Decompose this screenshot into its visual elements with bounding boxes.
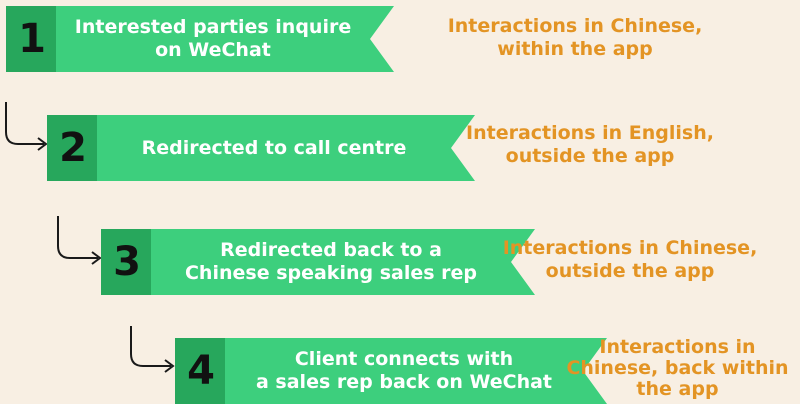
note-line: outside the app [505, 145, 675, 167]
note-line: Chinese, back within [566, 357, 789, 379]
step-number-box: 4 [175, 338, 227, 404]
flow-arrow-icon [130, 326, 175, 373]
step-number-box: 3 [101, 229, 153, 295]
note-line: Interactions in [599, 336, 756, 358]
step-4-note: Interactions in Chinese, back within the… [555, 337, 800, 400]
step-number: 3 [113, 239, 141, 285]
step-label-line: Chinese speaking sales rep [184, 262, 478, 284]
step-label-line: a sales rep back on WeChat [255, 371, 553, 393]
step-label-line: Redirected to call centre [141, 136, 407, 159]
step-2-note: Interactions in English, outside the app [440, 122, 740, 168]
step-label-line: on WeChat [155, 39, 271, 61]
step-number: 2 [59, 125, 87, 171]
step-number-box: 1 [6, 6, 58, 72]
note-line: outside the app [545, 260, 715, 282]
step-banner: Client connects with a sales rep back on… [225, 338, 607, 404]
step-banner: Interested parties inquire on WeChat [56, 6, 394, 72]
step-banner: Redirected back to a Chinese speaking sa… [151, 229, 535, 295]
note-line: within the app [497, 38, 653, 60]
note-line: Interactions in Chinese, [502, 237, 758, 259]
step-number-box: 2 [47, 115, 99, 181]
note-line: Interactions in Chinese, [447, 15, 703, 37]
step-label-line: Client connects with [294, 348, 514, 370]
step-banner: Redirected to call centre [97, 115, 475, 181]
note-line: Interactions in English, [466, 122, 714, 144]
note-line: the app [636, 378, 719, 400]
step-1-note: Interactions in Chinese, within the app [425, 15, 725, 61]
step-number: 4 [187, 348, 215, 394]
step-number: 1 [18, 16, 46, 62]
step-label-line: Interested parties inquire [74, 16, 352, 38]
flow-arrow-icon [5, 102, 48, 151]
step-3-note: Interactions in Chinese, outside the app [480, 237, 780, 283]
flow-arrow-icon [57, 216, 102, 265]
step-label-line: Redirected back to a [220, 239, 442, 261]
